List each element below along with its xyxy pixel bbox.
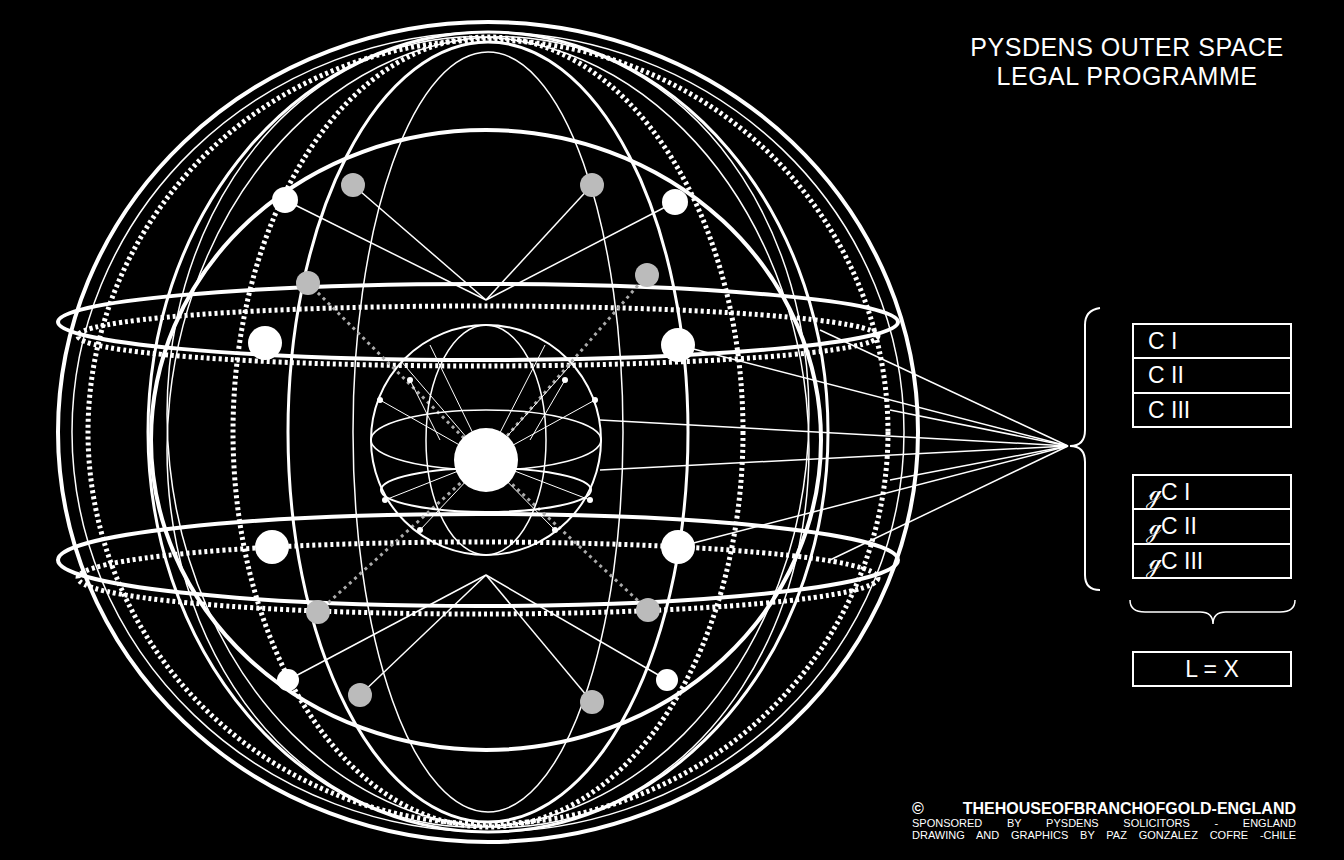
box-label: C I bbox=[1148, 330, 1177, 353]
credit-line: DRAWING AND GRAPHICS BY PAZ GONZALEZ COF… bbox=[912, 829, 1296, 841]
box-label: ℊC II bbox=[1148, 515, 1197, 538]
credit-line: SPONSORED BY PYSDENS SOLICITORS - ENGLAN… bbox=[912, 817, 1296, 829]
legal-box: C III bbox=[1132, 392, 1292, 428]
box-label: L = X bbox=[1185, 658, 1239, 681]
legal-box: ℊC II bbox=[1132, 508, 1292, 545]
title: PYSDENS OUTER SPACE LEGAL PROGRAMME bbox=[952, 33, 1302, 91]
legal-box: ℊC I bbox=[1132, 474, 1292, 510]
copyright-caption: © THEHOUSEOFBRANCHOFGOLD-ENGLAND bbox=[912, 800, 1296, 817]
box-label: ℊC I bbox=[1148, 481, 1190, 504]
credits: © THEHOUSEOFBRANCHOFGOLD-ENGLANDSPONSORE… bbox=[912, 800, 1296, 841]
legal-box: ℊC III bbox=[1132, 543, 1292, 579]
box-label: C III bbox=[1148, 399, 1190, 422]
box-label: C II bbox=[1148, 364, 1184, 387]
legal-box: L = X bbox=[1132, 651, 1292, 687]
legal-box: C II bbox=[1132, 357, 1292, 394]
box-label: ℊC III bbox=[1148, 550, 1203, 573]
legal-box: C I bbox=[1132, 323, 1292, 359]
